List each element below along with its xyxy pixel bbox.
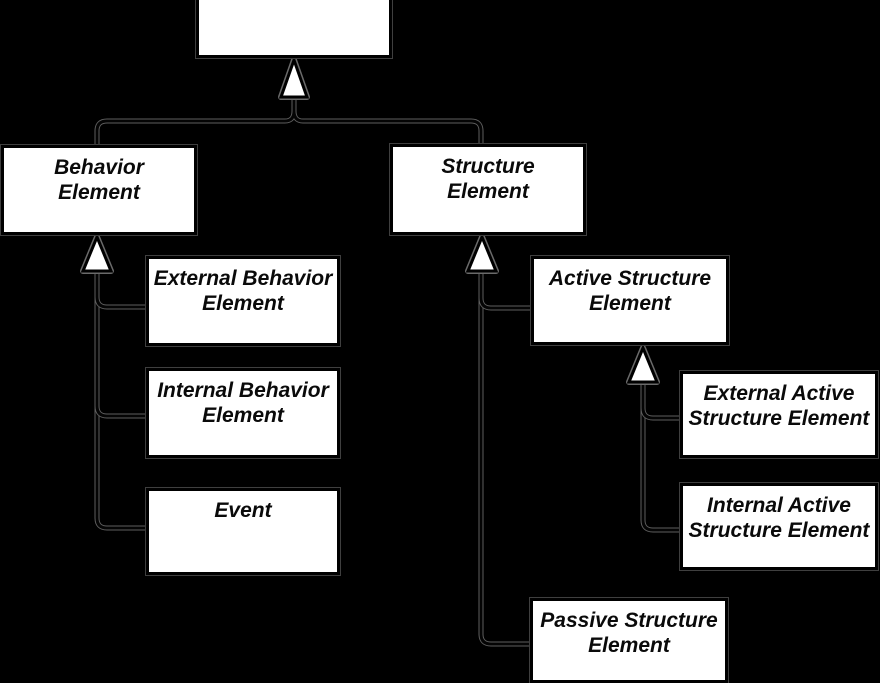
node-internal-active-structure-element-label: Internal Active Structure Element	[688, 494, 870, 542]
generalization-arrow-active-structure	[626, 344, 660, 385]
node-external-behavior-element-label: External Behavior Element	[153, 267, 333, 315]
connector-root-bracket	[94, 97, 484, 145]
node-passive-structure-element: Passive Structure Element	[530, 598, 728, 683]
connector-behavior-children	[94, 272, 146, 531]
node-internal-behavior-element: Internal Behavior Element	[146, 368, 340, 458]
node-external-active-structure-element: External Active Structure Element	[680, 371, 878, 458]
node-external-behavior-element: External Behavior Element	[146, 256, 340, 346]
node-external-active-structure-element-label: External Active Structure Element	[688, 382, 870, 430]
node-active-structure-element: Active Structure Element	[531, 256, 729, 345]
node-behavior-element-label: Behavior Element	[54, 156, 144, 204]
node-internal-active-structure-element: Internal Active Structure Element	[680, 483, 878, 570]
node-active-structure-element-label: Active Structure Element	[548, 267, 712, 315]
node-structure-element-label: Structure Element	[441, 155, 535, 203]
generalization-arrow-structure	[465, 233, 499, 274]
generalization-arrow-behavior	[80, 233, 114, 274]
node-event: Event	[146, 488, 340, 575]
node-behavior-element: Behavior Element	[1, 145, 197, 235]
connector-layer	[80, 55, 680, 647]
generalization-arrow-root	[278, 55, 310, 100]
node-root-element	[196, 0, 392, 58]
connector-structure-children	[478, 272, 531, 647]
connector-active-structure-children	[640, 383, 680, 533]
node-structure-element: Structure Element	[390, 144, 586, 235]
node-internal-behavior-element-label: Internal Behavior Element	[157, 379, 329, 427]
node-passive-structure-element-label: Passive Structure Element	[540, 609, 718, 657]
node-event-label: Event	[214, 499, 272, 522]
